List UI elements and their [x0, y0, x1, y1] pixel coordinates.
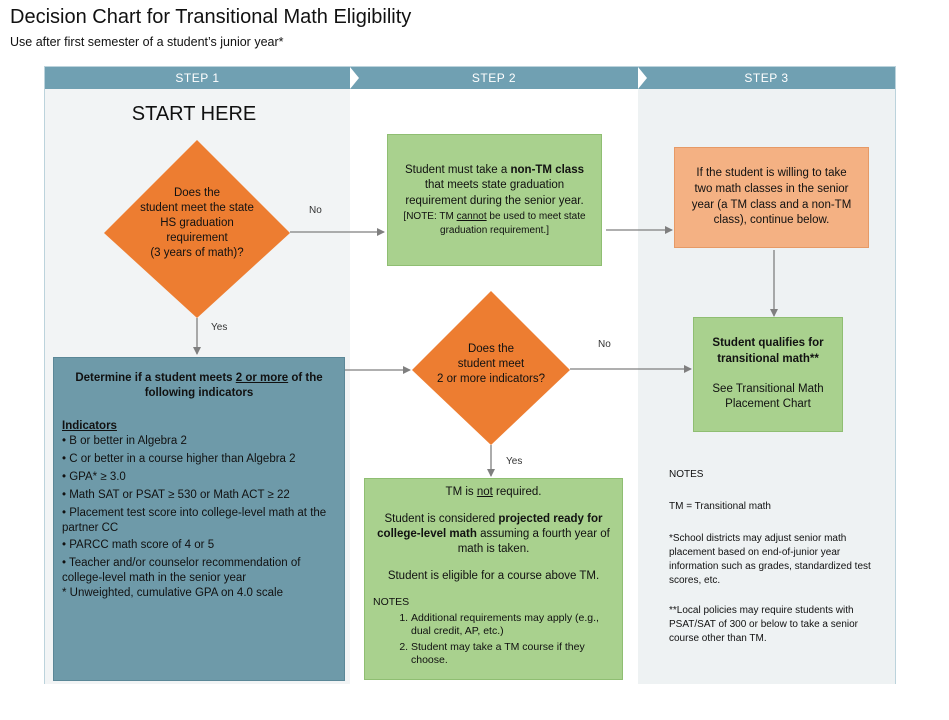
indicators-heading-text: Determine if a student meets	[75, 372, 236, 384]
note-item: TM = Transitional math	[669, 501, 771, 512]
not-required-line1: TM is not required.	[373, 485, 614, 500]
start-label: START HERE	[131, 103, 257, 125]
decision1-line: requirement	[166, 231, 228, 244]
indicator-item: • Placement test score into college-leve…	[62, 506, 327, 534]
not-required-note: Additional requirements may apply (e.g.,…	[411, 612, 614, 638]
page-title: Decision Chart for Transitional Math Eli…	[10, 6, 412, 28]
decision1-yes-label: Yes	[211, 322, 228, 333]
not-required-line3: Student is eligible for a course above T…	[387, 569, 600, 582]
step1-header: STEP 1	[45, 67, 350, 89]
non-tm-text: that meets state graduation requirement …	[405, 179, 584, 207]
decision1-diamond	[104, 140, 290, 318]
notes-panel: NOTES TM = Transitional math *School dis…	[669, 468, 874, 646]
non-tm-note: [NOTE: TM	[403, 211, 457, 223]
decision1-line: (3 years of math)?	[150, 246, 244, 259]
not-required-text: TM is	[445, 486, 477, 498]
not-required-text: assuming a fourth year of math is taken.	[457, 527, 610, 555]
non-tm-text: Student must take a	[405, 163, 511, 176]
notes-title: NOTES	[669, 469, 704, 480]
decision2-line: student meet	[457, 357, 525, 370]
indicators-box: Determine if a student meets 2 or more o…	[53, 357, 345, 681]
indicator-item: • PARCC math score of 4 or 5	[62, 539, 215, 552]
decision2-line: 2 or more indicators?	[436, 372, 546, 385]
two-classes-box: If the student is willing to take two ma…	[674, 147, 869, 248]
decision2-yes-label: Yes	[506, 456, 523, 467]
decision2-no-label: No	[598, 339, 611, 350]
decision2-text: Does the student meet 2 or more indicato…	[421, 342, 561, 387]
note-item: *School districts may adjust senior math…	[669, 533, 871, 586]
non-tm-class-box: Student must take a non-TM class that me…	[387, 134, 602, 266]
not-required-line2: Student is considered projected ready fo…	[373, 512, 614, 557]
qualifies-heading: Student qualifies for transitional math*…	[712, 337, 824, 365]
page-subtitle: Use after first semester of a student’s …	[10, 35, 284, 49]
decision1-no-label: No	[309, 205, 322, 216]
qualifies-text: See Transitional Math Placement Chart	[712, 382, 824, 411]
decision1-line: student meet the state	[140, 201, 254, 214]
indicator-item: • GPA* ≥ 3.0	[62, 470, 126, 483]
indicators-heading-text: of the following indicators	[144, 372, 323, 399]
indicator-item: • Math SAT or PSAT ≥ 530 or Math ACT ≥ 2…	[62, 488, 290, 501]
indicator-footnote: * Unweighted, cumulative GPA on 4.0 scal…	[62, 587, 283, 600]
indicators-heading: Determine if a student meets 2 or more o…	[62, 371, 336, 401]
indicator-item: • C or better in a course higher than Al…	[62, 452, 296, 465]
decision1-text: Does the student meet the state HS gradu…	[117, 186, 277, 261]
decision2-line: Does the	[467, 343, 515, 355]
indicators-list: • B or better in Algebra 2 • C or better…	[62, 434, 336, 601]
not-required-note: Student may take a TM course if they cho…	[411, 641, 614, 667]
non-tm-note: be used to meet state graduation require…	[440, 211, 586, 236]
indicators-title: Indicators	[62, 419, 117, 432]
not-required-text: required.	[492, 486, 542, 498]
not-required-underline: not	[476, 486, 493, 498]
step3-header: STEP 3	[638, 67, 895, 89]
non-tm-note-underline: cannot	[456, 211, 487, 223]
tm-not-required-box: TM is not required. Student is considere…	[364, 478, 623, 680]
step-chevron-1	[350, 67, 359, 89]
note-item: **Local policies may require students wi…	[669, 605, 858, 644]
step2-header: STEP 2	[350, 67, 638, 89]
indicators-heading-underline: 2 or more	[235, 372, 289, 384]
step-chevron-2	[638, 67, 647, 89]
decision1-line: HS graduation	[160, 216, 234, 229]
not-required-notes-list: Additional requirements may apply (e.g.,…	[373, 612, 614, 667]
indicator-item: • Teacher and/or counselor recommendatio…	[62, 557, 301, 585]
not-required-notes-title: NOTES	[373, 595, 410, 608]
indicator-item: • B or better in Algebra 2	[62, 434, 187, 447]
decision2-diamond	[412, 291, 570, 445]
decision1-line: Does the	[173, 187, 221, 199]
qualifies-box: Student qualifies for transitional math*…	[693, 317, 843, 432]
not-required-bold: projected ready for college-level math	[377, 512, 603, 540]
two-classes-text: If the student is willing to take two ma…	[691, 167, 852, 227]
non-tm-bold: non-TM class	[510, 163, 584, 176]
not-required-text: Student is considered	[384, 512, 499, 525]
